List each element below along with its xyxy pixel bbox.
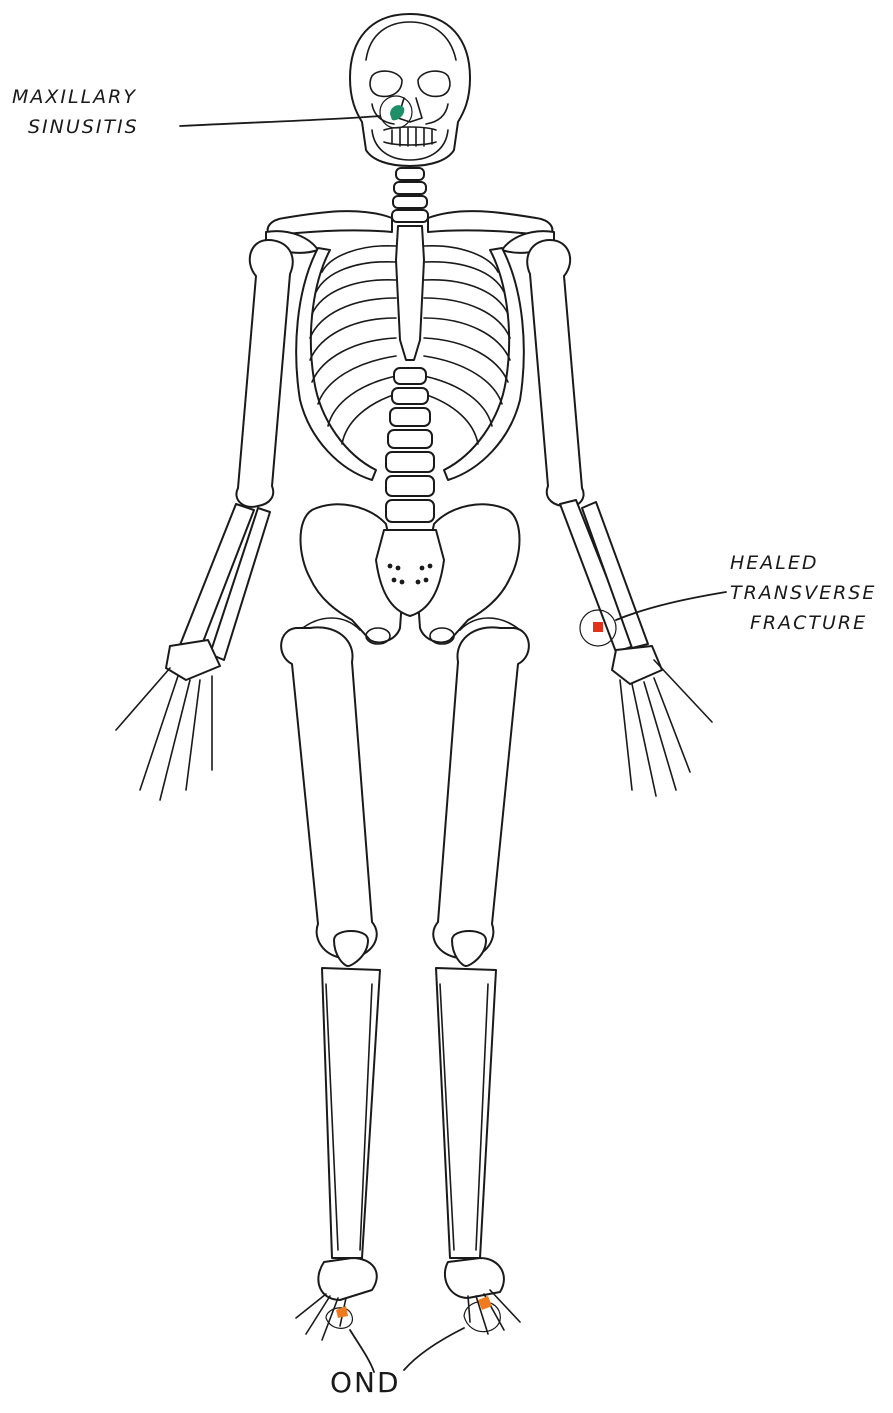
healed-fracture-label: HEALED TRANSVERSE FRACTURE	[730, 548, 876, 638]
maxillary-sinusitis-label: MAXILLARY SINUSITIS	[12, 82, 139, 142]
sinusitis-leader-line	[180, 116, 380, 126]
left-arm	[116, 240, 293, 800]
right-leg	[433, 627, 529, 1334]
ond-leader-line-right	[404, 1328, 464, 1370]
skull	[350, 14, 470, 166]
sinusitis-label-line2: SINUSITIS	[28, 112, 139, 142]
lumbar-spine	[386, 368, 434, 522]
fracture-label-line2: TRANSVERSE	[730, 578, 876, 608]
cervical-spine	[392, 168, 428, 222]
fracture-label-line3: FRACTURE	[750, 608, 876, 638]
fracture-label-line1: HEALED	[730, 548, 876, 578]
sinusitis-label-line1: MAXILLARY	[12, 82, 139, 112]
ond-label: OND	[330, 1368, 401, 1398]
right-arm	[527, 240, 712, 796]
left-leg	[281, 627, 380, 1340]
pelvis	[300, 504, 520, 644]
